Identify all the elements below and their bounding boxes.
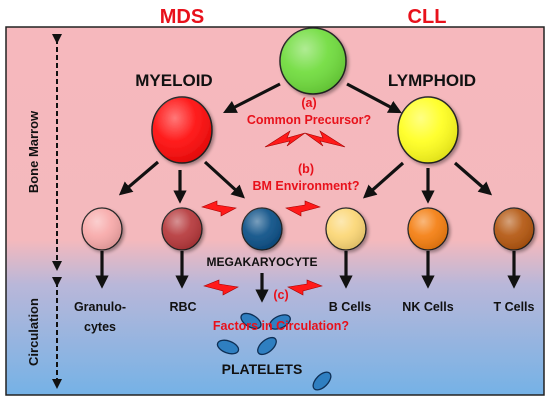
bolt-circ-right — [287, 279, 323, 296]
t-cells-label: T Cells — [494, 300, 535, 314]
nk-cells-label: NK Cells — [402, 300, 453, 314]
b-cell — [325, 207, 367, 251]
bolt-common-right — [304, 130, 346, 148]
arrow-myeloid-to-granulocyte — [118, 160, 160, 196]
granulocytes-label-line2: cytes — [84, 320, 116, 334]
myeloid-progenitor-cell — [151, 96, 213, 164]
b-cells-label: B Cells — [329, 300, 371, 314]
bone-marrow-label: Bone Marrow — [26, 110, 41, 193]
lightning-bolts — [201, 130, 346, 296]
bolt-bm-right — [285, 200, 321, 217]
granulocyte-cell — [81, 207, 123, 251]
arrow-lymphoid-to-b-cell — [362, 161, 405, 199]
megakaryocyte-cell — [241, 207, 283, 251]
hypothesis-b-tag: (b) — [298, 162, 314, 176]
nk-cell — [407, 207, 449, 251]
hypothesis-a-text: Common Precursor? — [247, 113, 371, 127]
platelet — [240, 312, 262, 330]
rbc-cell — [161, 207, 203, 251]
bolt-bm-left — [201, 200, 237, 217]
bolt-circ-left — [203, 279, 239, 296]
platelets-label: PLATELETS — [222, 361, 303, 377]
lymphoid-progenitor-cell — [397, 96, 459, 164]
hypothesis-c-text: Factors in Circulation? — [213, 319, 349, 333]
cll-header: CLL — [408, 6, 447, 28]
arrow-lymphoid-to-t-cell — [453, 161, 493, 196]
arrow-stem-to-myeloid — [223, 82, 281, 114]
t-cell — [493, 207, 535, 251]
arrow-stem-to-lymphoid — [346, 82, 402, 114]
platelet — [269, 314, 291, 330]
rbc-label: RBC — [169, 300, 196, 314]
hypothesis-c-tag: (c) — [273, 288, 288, 302]
granulocytes-label-line1: Granulo- — [74, 300, 126, 314]
mds-header: MDS — [160, 6, 204, 28]
megakaryocyte-label: MEGAKARYOCYTE — [207, 255, 318, 269]
lineage-arrows — [95, 82, 521, 303]
circulation-label: Circulation — [26, 298, 41, 366]
platelet — [257, 336, 277, 356]
lymphoid-label: LYMPHOID — [388, 71, 476, 90]
platelets-group — [216, 312, 332, 391]
hypothesis-a-tag: (a) — [301, 96, 316, 110]
arrow-myeloid-to-megakaryocyte — [203, 160, 245, 199]
platelet — [312, 371, 332, 391]
platelet — [216, 339, 240, 355]
stem-cell — [279, 27, 347, 95]
hypothesis-b-text: BM Environment? — [253, 179, 360, 193]
myeloid-label: MYELOID — [135, 71, 212, 90]
